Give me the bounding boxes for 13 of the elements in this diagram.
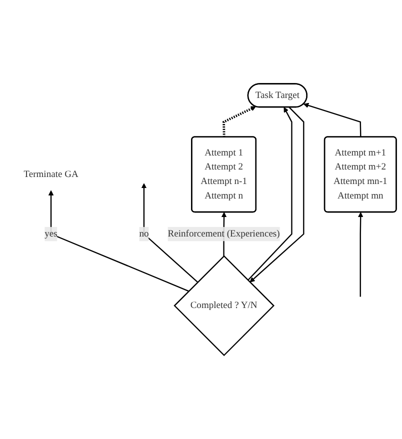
edge-label: Reinforcement (Experiences) — [168, 228, 280, 239]
arrow — [222, 106, 256, 138]
arrow — [250, 106, 304, 282]
arrow — [303, 102, 362, 138]
edge-label: no — [139, 228, 149, 239]
arrow — [141, 183, 198, 283]
arrow — [48, 190, 189, 292]
arrow — [248, 107, 292, 281]
arrow — [358, 212, 364, 297]
flowchart-drawing: yes no Reinforcement (Experiences) Completed ? Y/N Terminate GA Task Target Attempt 1 Attempt 2 Attempt n-1 Attempt n Attempt m+1 Attempt m+2 Attempt mn-1 Attempt mn — [1, 78, 401, 360]
node-diamond — [174, 255, 274, 356]
node-text: Terminate GA — [24, 169, 78, 180]
edge-label: yes — [44, 228, 58, 239]
